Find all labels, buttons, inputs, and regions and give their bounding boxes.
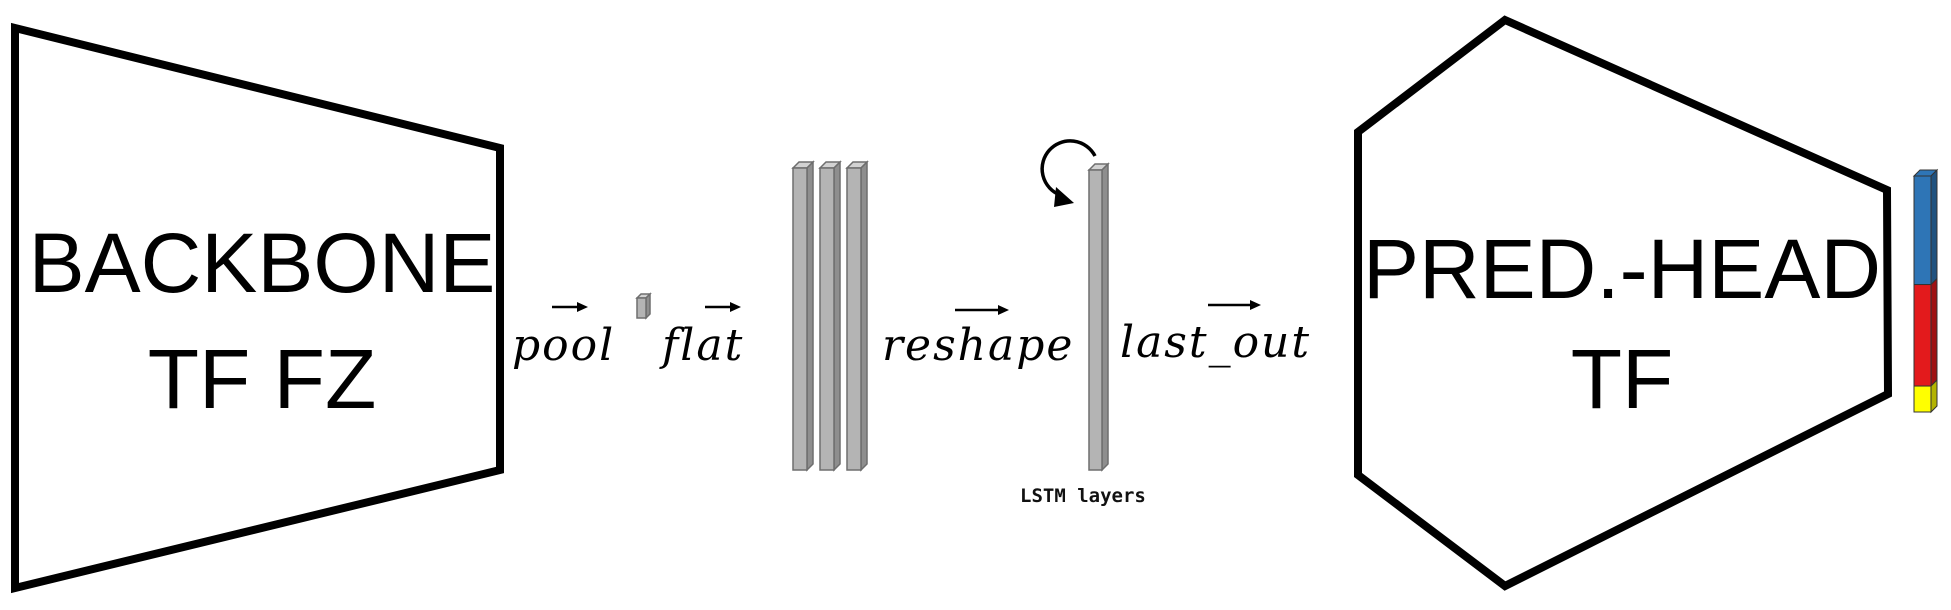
flat-bar-1-side [806, 160, 814, 472]
reshape-label: reshape [882, 320, 1074, 371]
prediction-head-block: PRED.-HEAD TF [1354, 15, 1893, 591]
flat-operation: flat [659, 302, 744, 371]
lstm-bar-side [1101, 162, 1109, 472]
flat-bar-2-front [819, 167, 835, 471]
flat-bar-2-side [833, 160, 841, 472]
output-segment-blue-side [1930, 168, 1938, 286]
output-segment-red [1913, 284, 1932, 387]
output-vector [1912, 168, 1939, 414]
flat-bar-3-side [860, 160, 868, 472]
flat-bar-2 [818, 160, 842, 472]
output-segment-yellow [1913, 385, 1932, 413]
lstm-block: LSTM layers [1020, 139, 1146, 507]
last-out-label: last_out [1120, 317, 1311, 368]
flat-label: flat [659, 320, 744, 371]
flat-arrow-head [730, 302, 741, 312]
output-segment-yellow-side [1930, 378, 1938, 414]
flat-bar-1 [791, 160, 815, 472]
backbone-block: BACKBONE TF FZ [11, 22, 504, 594]
backbone-title-line2: TF FZ [148, 332, 377, 426]
pooled-block-front [636, 297, 647, 319]
recurrent-arrow-head-icon [1054, 187, 1074, 207]
reshape-arrow-head [998, 305, 1009, 315]
flattened-feature-bars [791, 160, 869, 472]
last-out-arrow-head [1250, 300, 1261, 310]
flat-bar-3-front [846, 167, 862, 471]
pooled-feature-block [635, 292, 652, 320]
backbone-trapezoid [11, 22, 504, 594]
prediction-head-title-line1: PRED.-HEAD [1363, 222, 1881, 316]
lstm-caption: LSTM layers [1020, 485, 1146, 507]
prediction-head-title-line2: TF [1571, 332, 1674, 426]
backbone-title-line1: BACKBONE [29, 216, 496, 310]
flat-bar-1-front [792, 167, 808, 471]
reshape-operation: reshape [882, 305, 1074, 371]
pool-label: pool [512, 320, 615, 371]
pool-arrow-head [577, 302, 588, 312]
pool-operation: pool [512, 302, 615, 371]
flat-bar-3 [845, 160, 869, 472]
output-segment-blue [1913, 175, 1932, 286]
lstm-bar [1087, 162, 1110, 472]
last-out-operation: last_out [1120, 300, 1311, 368]
output-segment-red-side [1930, 277, 1938, 388]
recurrent-loop-icon [1040, 139, 1097, 197]
lstm-bar-front [1088, 169, 1103, 471]
prediction-head-hexagon [1354, 15, 1893, 591]
